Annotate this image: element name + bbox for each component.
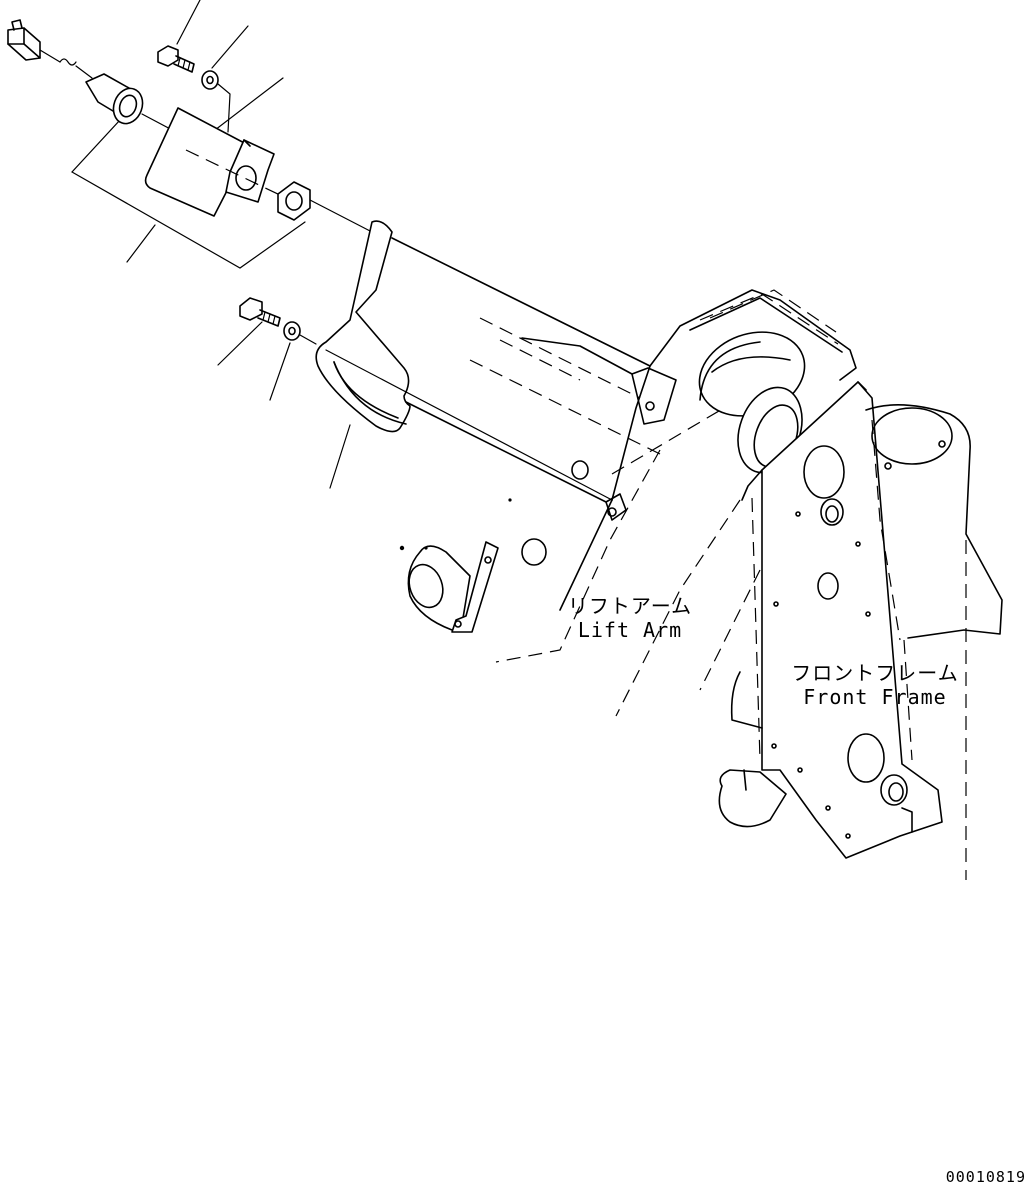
lift-arm-label-jp: リフトアーム [567,594,693,618]
bolt-mid [239,297,281,327]
nut [277,181,373,233]
lift-arm [391,237,857,717]
front-frame-label-en: Front Frame [803,685,947,709]
front-frame-label: フロントフレーム Front Frame [790,661,960,709]
lift-arm-label-en: Lift Arm [577,618,683,642]
leader-lines [71,0,351,489]
sensor-connector [7,19,93,79]
washer-top [201,70,231,133]
pin-parts [399,498,547,633]
hidden-lines [611,407,725,475]
sensor-bracket [144,107,283,217]
bolt-top [157,45,195,73]
washer-mid [283,321,317,345]
lift-arm-label: リフトアーム Lift Arm [560,594,700,642]
drawing-number: 00010819 [945,1168,1026,1186]
front-frame [718,381,1003,880]
indicator-plate [315,220,613,501]
front-frame-label-jp: フロントフレーム [791,661,959,685]
